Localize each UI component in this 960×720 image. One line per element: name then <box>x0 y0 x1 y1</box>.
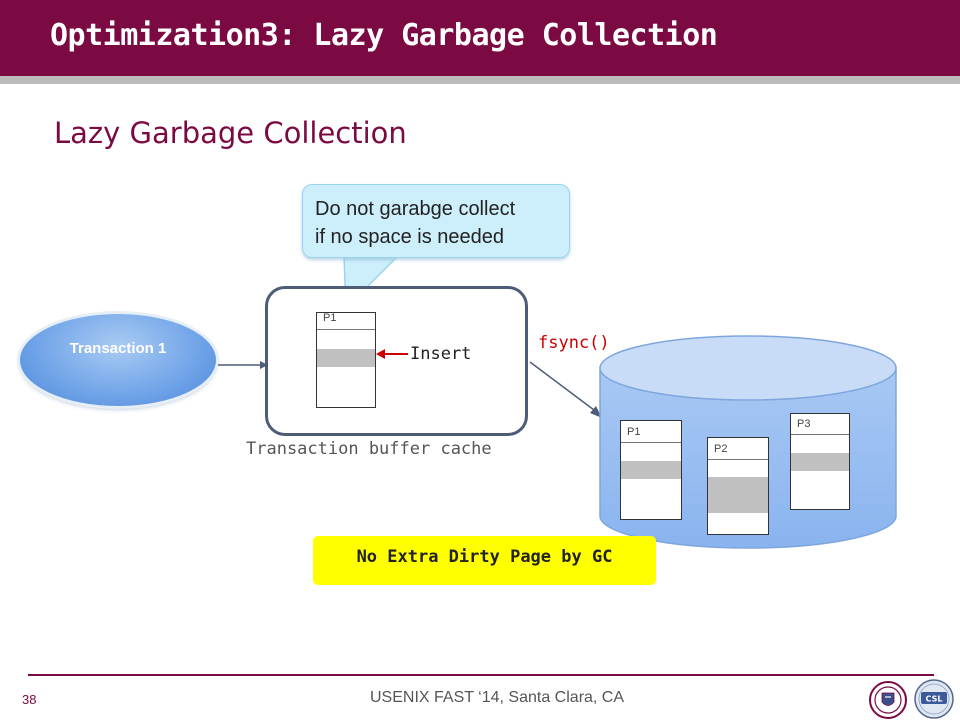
page-header-divider <box>708 459 768 460</box>
inserted-record-band <box>317 349 375 367</box>
disk-page-p3: P3 <box>790 413 850 510</box>
callout-line-1: Do not garabge collect <box>315 198 516 220</box>
footer-text: USENIX FAST ‘14, Santa Clara, CA <box>370 689 625 706</box>
university-seal-icon <box>869 681 907 719</box>
transaction-buffer-cache <box>265 286 528 436</box>
cache-page-p1: P1 <box>316 312 376 408</box>
page-header-divider <box>621 442 681 443</box>
cache-label: Transaction buffer cache <box>246 439 492 459</box>
header-divider <box>0 76 960 84</box>
insert-arrow <box>376 349 408 359</box>
fsync-label: fsync() <box>538 333 610 353</box>
transaction-node <box>20 314 216 406</box>
svg-text:CSL: CSL <box>926 695 943 704</box>
insert-label: Insert <box>410 344 472 364</box>
transaction-to-cache-arrow <box>218 361 268 369</box>
page-data-band <box>791 453 849 471</box>
highlight-box <box>313 536 656 585</box>
slide-title: Optimization3: Lazy Garbage Collection <box>50 18 718 53</box>
footer-divider <box>28 674 934 676</box>
page-number: 38 <box>22 692 37 707</box>
disk-page-p1: P1 <box>620 420 682 520</box>
highlight-text: No Extra Dirty Page by GC <box>356 547 613 567</box>
callout-line-2: if no space is needed <box>315 226 505 248</box>
page-header-divider <box>791 434 849 435</box>
page-header-divider <box>317 329 375 330</box>
transaction-label: Transaction 1 <box>69 340 167 357</box>
university-emblem-icon: CSL <box>914 679 954 719</box>
page-data-band <box>621 461 681 479</box>
disk-page-label: P2 <box>714 443 728 455</box>
disk-page-label: P1 <box>627 426 641 438</box>
page-data-band <box>708 477 768 513</box>
title-bar: Optimization3: Lazy Garbage Collection <box>0 0 960 76</box>
slide-subtitle: Lazy Garbage Collection <box>54 116 407 150</box>
disk-page-p2: P2 <box>707 437 769 535</box>
fsync-arrow <box>529 361 602 418</box>
callout-bubble: Do not garabge collect if no space is ne… <box>302 184 570 258</box>
cache-page-label: P1 <box>323 312 337 324</box>
disk-page-label: P3 <box>797 418 811 430</box>
